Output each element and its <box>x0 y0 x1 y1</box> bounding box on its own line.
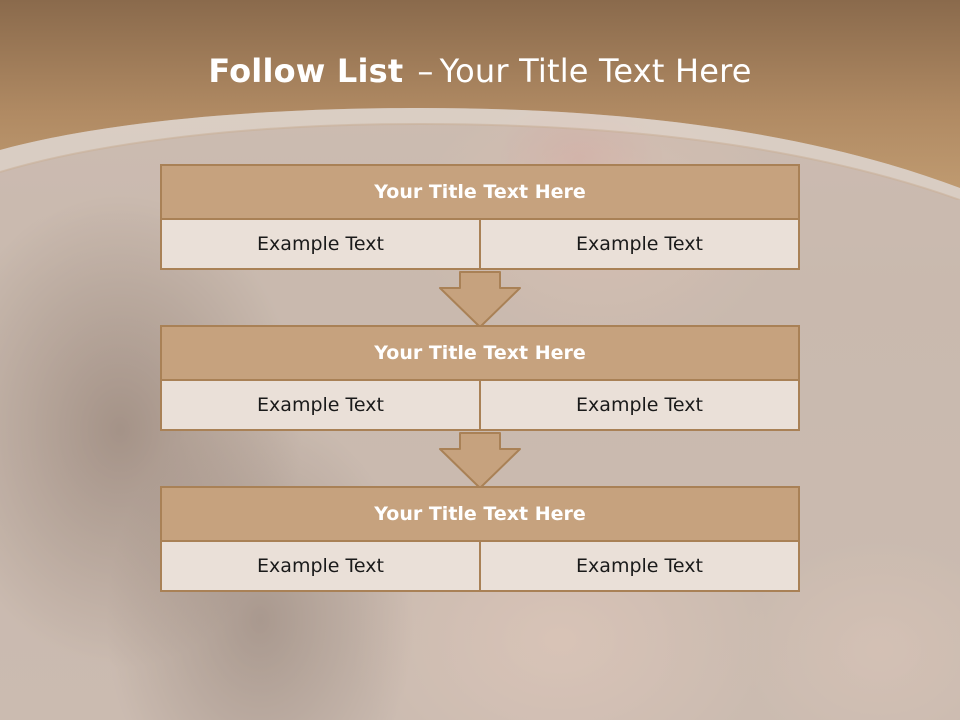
block-title: Your Title Text Here <box>160 325 800 381</box>
list-block-2: Your Title Text Here Example Text Exampl… <box>160 325 800 431</box>
block-cell-right: Example Text <box>481 220 800 270</box>
slide-title-separator: – <box>417 52 434 90</box>
down-arrow-icon <box>439 432 521 489</box>
block-cell-right: Example Text <box>481 542 800 592</box>
block-cell-left: Example Text <box>160 542 481 592</box>
block-row: Example Text Example Text <box>160 381 800 431</box>
slide-title-rest: Your Title Text Here <box>439 52 752 90</box>
header-band <box>0 0 960 200</box>
block-row: Example Text Example Text <box>160 220 800 270</box>
down-arrow-icon <box>439 271 521 328</box>
slide-title-bold: Follow List <box>208 52 404 90</box>
block-cell-left: Example Text <box>160 220 481 270</box>
slide-title: Follow List–Your Title Text Here <box>0 52 960 90</box>
block-cell-right: Example Text <box>481 381 800 431</box>
block-cell-left: Example Text <box>160 381 481 431</box>
list-block-1: Your Title Text Here Example Text Exampl… <box>160 164 800 270</box>
block-title: Your Title Text Here <box>160 164 800 220</box>
block-title: Your Title Text Here <box>160 486 800 542</box>
list-block-3: Your Title Text Here Example Text Exampl… <box>160 486 800 592</box>
block-row: Example Text Example Text <box>160 542 800 592</box>
